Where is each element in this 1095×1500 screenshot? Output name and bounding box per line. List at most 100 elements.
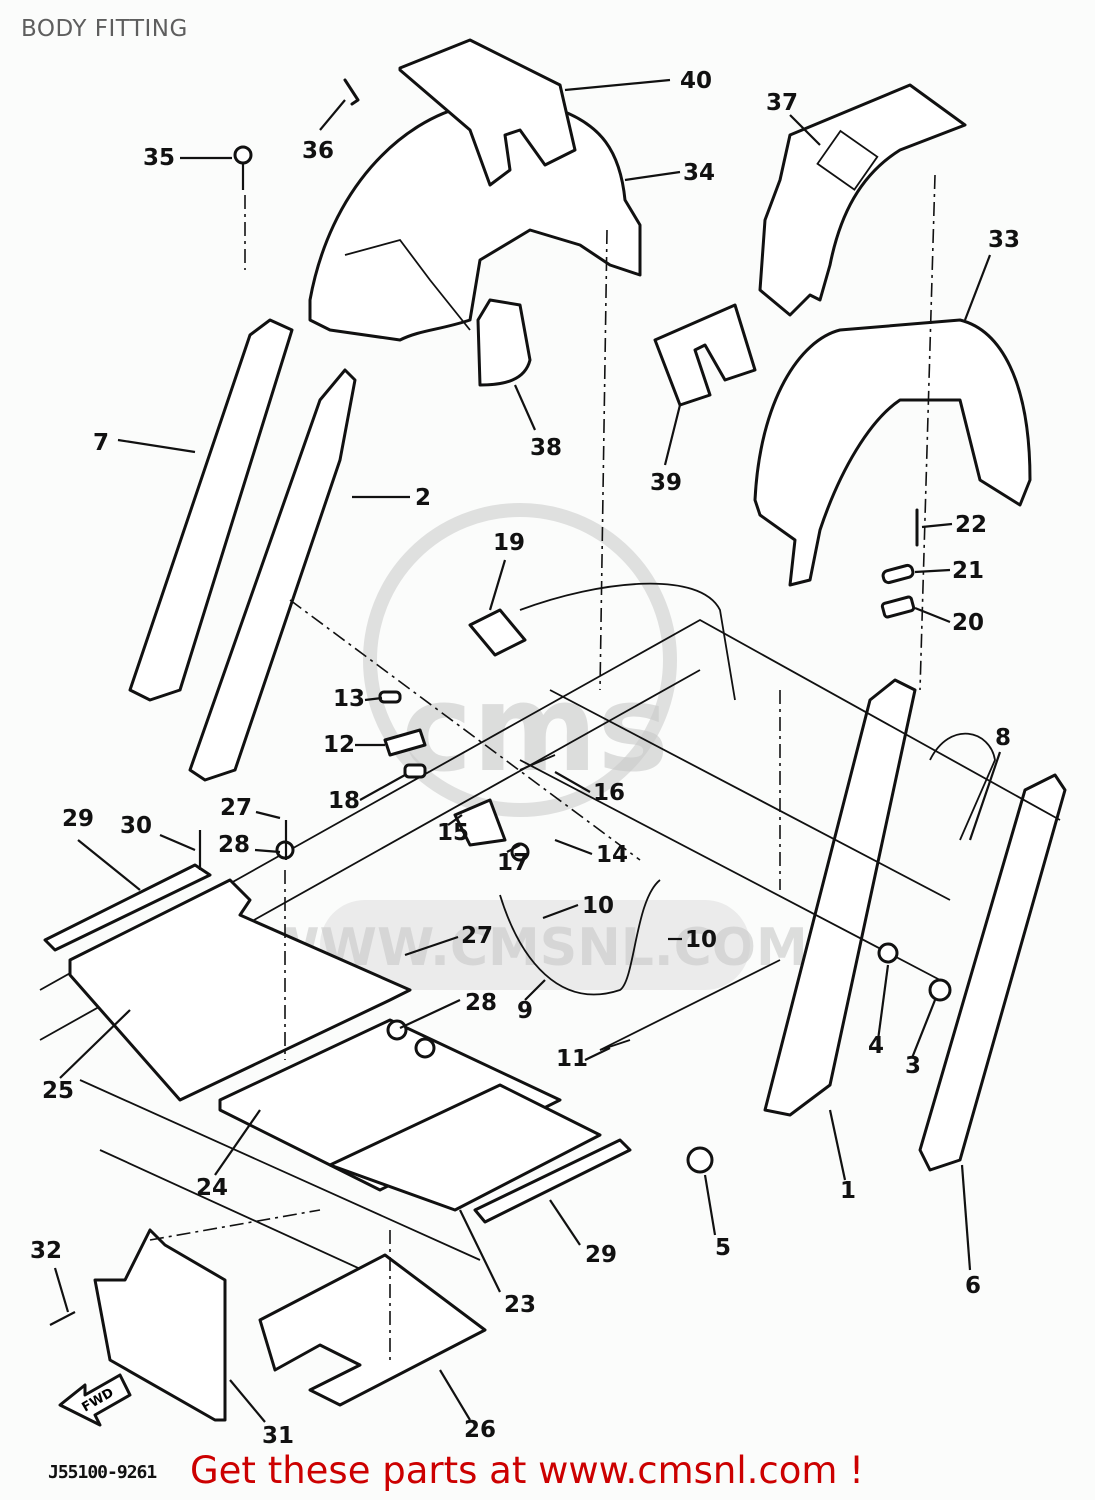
callout-6: 6	[965, 1273, 981, 1299]
callout-37: 37	[766, 90, 798, 116]
callout-34: 34	[683, 160, 715, 186]
callout-leader-24	[214, 1109, 261, 1176]
callout-labels: 1234567891010111213141516171819202122232…	[30, 68, 1020, 1449]
callout-leader-8	[968, 751, 1002, 841]
callout-19: 19	[493, 530, 525, 556]
callout-leader-15	[447, 814, 463, 826]
part-26-plate	[258, 1253, 487, 1407]
callout-leader-38	[513, 384, 537, 431]
promo-link[interactable]: Get these parts at www.cmsnl.com !	[190, 1449, 865, 1492]
callout-leader-7	[117, 438, 196, 454]
part-33-rear-fender	[753, 318, 1032, 587]
diagram-title: BODY FITTING	[21, 16, 188, 42]
part-34-inner-fender	[308, 103, 642, 342]
callout-33: 33	[988, 227, 1020, 253]
callout-10b: 10	[685, 927, 717, 953]
callout-26: 26	[464, 1417, 496, 1443]
callout-27a: 27	[220, 795, 252, 821]
part-20-clip	[880, 595, 916, 619]
callout-leader-1	[828, 1109, 847, 1181]
part-23-floor-mat	[328, 1083, 602, 1212]
callout-20: 20	[952, 610, 984, 636]
callout-leader-23	[459, 1209, 501, 1293]
callout-29b: 29	[585, 1242, 617, 1268]
part-31-panel	[93, 1228, 227, 1422]
watermark-emblem	[363, 503, 677, 817]
fasteners	[49, 78, 952, 1326]
callout-leader-34	[624, 170, 681, 182]
callout-leader-11	[584, 1047, 611, 1061]
part-32-rivet	[49, 1311, 76, 1326]
callout-leader-6	[960, 1164, 972, 1271]
callout-leader-16	[554, 771, 591, 793]
part-6-side-cover	[918, 773, 1067, 1172]
part-36-pin	[343, 78, 360, 106]
part-19-latch	[468, 608, 527, 657]
callout-leader-19	[488, 559, 507, 611]
callout-leader-32	[53, 1267, 70, 1313]
callout-3: 3	[905, 1053, 921, 1079]
callout-5: 5	[715, 1235, 731, 1261]
assembly-line	[149, 1209, 321, 1241]
callout-30: 30	[120, 813, 152, 839]
callout-36: 36	[302, 138, 334, 164]
assembly-line	[289, 599, 641, 861]
callout-leader-29b	[549, 1199, 581, 1246]
rear-bar	[519, 582, 736, 701]
part-28-grommet-c	[414, 1037, 436, 1059]
callout-leader-40	[564, 78, 671, 92]
callout-38: 38	[530, 435, 562, 461]
callout-leader-22	[921, 522, 953, 529]
part-37-cover	[758, 83, 967, 317]
callout-22: 22	[955, 512, 987, 538]
part-29-strip-right	[473, 1138, 632, 1224]
chassis-frame	[39, 618, 1061, 1311]
fwd-arrow: FWD	[58, 1373, 132, 1427]
part-35-bolt	[233, 145, 253, 165]
callout-8: 8	[995, 725, 1011, 751]
callout-28a: 28	[218, 832, 250, 858]
callout-4: 4	[868, 1033, 884, 1059]
callout-31: 31	[262, 1423, 294, 1449]
callout-11: 11	[556, 1046, 588, 1072]
callout-leader-27b	[404, 935, 459, 957]
callout-leader-3	[910, 999, 937, 1059]
callout-leader-14	[554, 838, 593, 856]
callout-leader-13	[364, 696, 383, 702]
callout-13: 13	[333, 686, 365, 712]
part-16-spring	[519, 754, 556, 771]
callout-leader-33	[963, 254, 992, 321]
part-18-cap	[403, 763, 427, 779]
part-39-plate	[653, 303, 757, 407]
part-7-side-rail	[128, 318, 294, 702]
callout-leader-5	[703, 1174, 717, 1236]
assembly-line	[919, 174, 936, 691]
callout-leader-21	[914, 568, 951, 574]
callout-7: 7	[93, 430, 109, 456]
part-37-window	[816, 129, 879, 191]
callout-23: 23	[504, 1292, 536, 1318]
diagram-code: J55100-9261	[48, 1462, 157, 1483]
callout-leader-20	[914, 606, 951, 624]
callout-27b: 27	[461, 923, 493, 949]
part-9-cable	[499, 879, 661, 996]
part-38-plate	[476, 298, 532, 387]
callout-leader-37	[789, 114, 821, 146]
callout-40: 40	[680, 68, 712, 94]
callout-39: 39	[650, 470, 682, 496]
callout-leader-18	[359, 774, 406, 801]
callout-leader-10a	[542, 903, 579, 920]
callout-leader-28a	[254, 848, 281, 854]
callout-24: 24	[196, 1175, 228, 1201]
callout-10a: 10	[582, 893, 614, 919]
callout-35: 35	[143, 145, 175, 171]
watermark-url-band	[320, 900, 750, 990]
callout-18: 18	[328, 788, 360, 814]
watermark-brand: cms	[401, 660, 669, 799]
callout-21: 21	[952, 558, 984, 584]
callout-29a: 29	[62, 806, 94, 832]
part-28-grommet-b	[386, 1019, 408, 1041]
part-11-spring	[599, 1039, 631, 1051]
part-13-pin	[378, 690, 402, 704]
